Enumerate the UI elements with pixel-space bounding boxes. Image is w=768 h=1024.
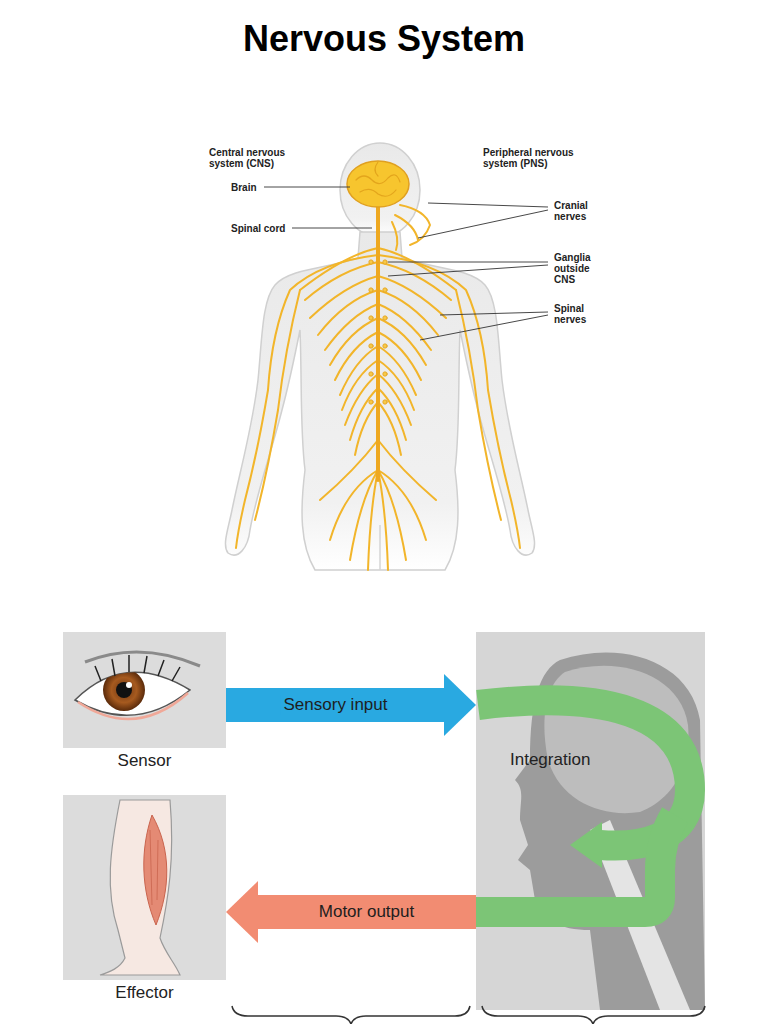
eye-illustration: [78, 693, 188, 719]
part-label: Central nervous system (CNS): [208, 147, 300, 169]
eye-illustration: [103, 669, 145, 711]
leader-line: [418, 203, 548, 238]
ganglia: [383, 316, 387, 320]
spinal-nerves-left: [236, 255, 378, 548]
body-crease: [379, 525, 381, 570]
eye-illustration: [116, 682, 132, 698]
leader-line: [292, 228, 372, 229]
ganglia: [383, 400, 387, 404]
arrow-head: [226, 881, 258, 943]
bracket: [232, 1006, 705, 1024]
spinal-cord: [376, 205, 380, 480]
eye-illustration: [95, 655, 180, 681]
integration-panel: Integration: [476, 632, 705, 1010]
effector-panel: [63, 795, 226, 980]
part-label: Cranial nerves: [553, 200, 607, 222]
integration-loop: [570, 822, 602, 868]
bracket: [482, 1006, 705, 1024]
eye-illustration: [85, 652, 200, 666]
arrow-label: Sensory input: [280, 695, 392, 715]
sensor-panel: [63, 632, 226, 748]
spinal-nerves-left: [300, 248, 378, 455]
signal-arrow: [226, 881, 476, 943]
part-label: Brain: [230, 182, 258, 193]
arrow-label: Motor output: [315, 902, 418, 922]
ganglia: [369, 288, 373, 292]
eye-illustration: [126, 682, 132, 688]
leader-line: [264, 187, 350, 188]
bracket: [232, 1006, 470, 1024]
part-label: Ganglia outside CNS: [553, 252, 601, 285]
ganglia: [383, 288, 387, 292]
leg-illustration: [150, 830, 158, 905]
cranial-nerves: [392, 205, 430, 250]
eye-illustration: [103, 669, 145, 711]
head-illustration: [476, 632, 705, 1010]
leader-line: [420, 312, 548, 340]
node-label: Effector: [63, 983, 226, 1003]
organ-panel: Effector: [63, 795, 226, 1005]
organ-panel: Sensor: [63, 632, 226, 773]
spinal-nerves-right: [378, 255, 520, 548]
ganglia: [383, 372, 387, 376]
ganglia: [369, 400, 373, 404]
ganglia: [383, 344, 387, 348]
spinal-nerves-left: [320, 440, 378, 570]
spinal-nerves-right: [378, 248, 456, 455]
integration-panel: [476, 632, 705, 1010]
integration-loop: [476, 700, 690, 912]
ganglia: [383, 260, 387, 264]
leg-illustration: [63, 795, 226, 980]
leader-line: [388, 262, 548, 276]
ganglia: [369, 372, 373, 376]
spinal-nerves-right: [378, 440, 436, 570]
eye-illustration: [63, 632, 226, 748]
leg-illustration: [144, 815, 167, 925]
human-body: [225, 143, 534, 570]
brain: [347, 161, 409, 207]
node-label: Sensor: [63, 751, 226, 771]
spinal-nerves-right: [378, 248, 520, 570]
part-label: Spinal nerves: [553, 303, 605, 325]
ganglia: [369, 260, 387, 404]
part-label: Spinal cord: [230, 223, 286, 234]
ganglia: [369, 260, 373, 264]
arrow-shaft: [226, 688, 445, 722]
node-label: Integration: [510, 750, 590, 770]
brain: [347, 161, 409, 207]
signal-arrow: [226, 674, 476, 736]
brain: [356, 162, 400, 196]
leg-illustration: [100, 800, 180, 975]
leader-line: [264, 187, 548, 340]
spinal-nerves-left: [236, 248, 378, 570]
integration-loop: [476, 815, 675, 912]
ganglia: [369, 344, 373, 348]
part-label: Peripheral nervous system (PNS): [482, 147, 592, 169]
arrow-shaft: [257, 895, 476, 929]
arrow-head: [444, 674, 476, 736]
ganglia: [369, 316, 373, 320]
diagram-title: Nervous System: [0, 18, 768, 60]
